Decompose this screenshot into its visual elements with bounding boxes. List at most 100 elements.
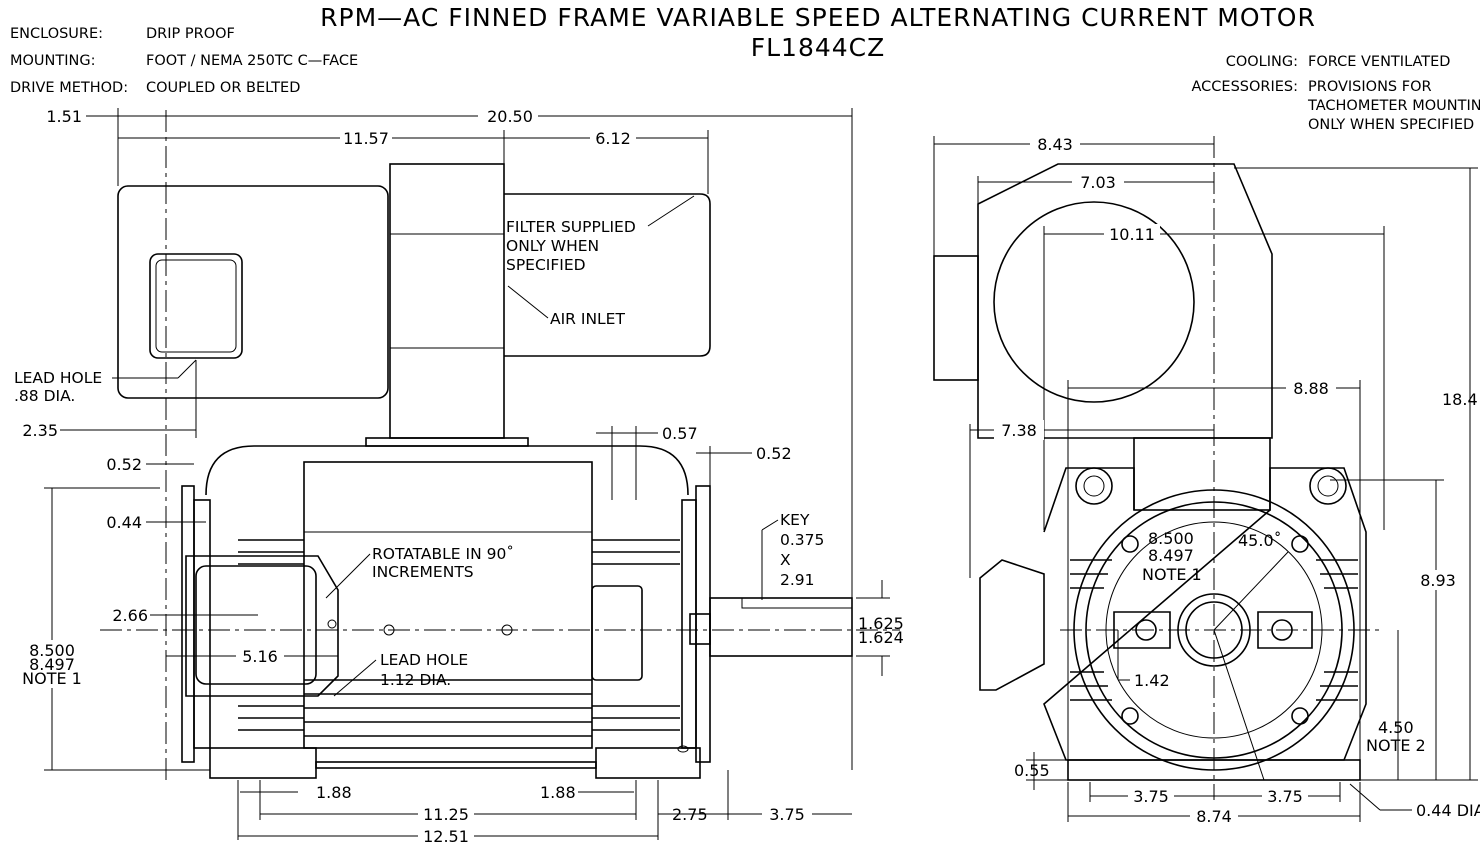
cooling-label: COOLING: [1226,54,1298,70]
key-note-line-3: X [780,551,791,569]
dim-1-42: 1.42 [1134,671,1170,690]
dim-0-52-left: 0.52 [106,455,142,474]
dim-1-51: 1.51 [46,107,82,126]
dim-8-88: 8.88 [1293,379,1329,398]
dim-0-55: 0.55 [1014,761,1050,780]
enclosure-value: DRIP PROOF [146,26,235,42]
bolt-hole-3 [1121,707,1139,725]
lead-hole-1-line-2: .88 DIA. [14,387,75,405]
conduit-box-end [979,559,1045,691]
dim-8-497-end: 8.497 [1148,546,1194,565]
blower-side-box [933,255,979,381]
dim-11-57: 11.57 [343,129,389,148]
bolt-hole-4 [1291,707,1309,725]
drive-method-label: DRIVE METHOD: [10,80,128,96]
dim-8-500-end: 8.500 [1148,529,1194,548]
title-block: RPM—AC FINNED FRAME VARIABLE SPEED ALTER… [320,3,1315,62]
dim-3-75-end-left: 3.75 [1133,787,1169,806]
air-inlet-note: AIR INLET [550,310,625,328]
dim-3-75-end-right: 3.75 [1267,787,1303,806]
key-note-line-4: 2.91 [780,571,815,589]
opposite-end-bracket [695,485,711,763]
dim-2-35: 2.35 [22,421,58,440]
dim-6-12: 6.12 [595,129,631,148]
blower-motor-frame [389,163,505,439]
conduit-box-cover [195,565,317,685]
shaft [709,597,853,657]
dim-note-2: NOTE 2 [1366,736,1426,755]
side-view-dimensions: 20.50 1.51 11.57 6.12 2.35 0.52 0.44 0.5… [18,106,904,844]
spec-block-left: ENCLOSURE: DRIP PROOF MOUNTING: FOOT / N… [10,26,358,96]
accessories-line-1: PROVISIONS FOR [1308,79,1432,95]
dim-45-deg: 45.0˚ [1238,531,1282,550]
title-line-2: FL1844CZ [751,33,886,62]
rotatable-note-line-1: ROTATABLE IN 90˚ [372,545,514,563]
dim-8-93: 8.93 [1420,571,1456,590]
key-note-line-1: KEY [780,511,810,529]
dim-0-52-right: 0.52 [756,444,792,463]
lift-eye-right [1309,467,1347,505]
drive-method-value: COUPLED OR BELTED [146,80,300,96]
mounting-label: MOUNTING: [10,53,96,69]
main-frame [303,461,593,749]
dim-5-16: 5.16 [242,647,278,666]
blower-housing [117,185,389,399]
foot-left [209,747,317,779]
rotatable-note-line-2: INCREMENTS [372,563,474,581]
dim-8-497-side: 8.497 [29,655,75,674]
dim-1-625: 1.625 [858,614,904,633]
accessories-line-3: ONLY WHEN SPECIFIED [1308,117,1474,133]
accessories-label: ACCESSORIES: [1192,79,1299,95]
dim-7-03: 7.03 [1080,173,1116,192]
tach-junction [591,585,643,681]
dim-8-43: 8.43 [1037,135,1073,154]
bolt-hole-1 [1121,535,1139,553]
filter-note-line-2: ONLY WHEN [506,237,599,255]
dim-note-1-side: NOTE 1 [22,669,82,688]
dim-20-50: 20.50 [487,107,533,126]
drive-end-bracket [181,485,195,763]
end-view-dimensions: 8.43 7.03 10.11 8.88 7.38 18.4 8.500 8.4… [933,134,1480,826]
blower-base [365,437,529,447]
lifting-lug-hood [205,445,689,496]
dim-1-88-right: 1.88 [540,783,576,802]
dim-0-44-dia: 0.44 DIA. [1416,801,1480,820]
dim-2-66: 2.66 [112,606,148,625]
bolt-hole-2 [1291,535,1309,553]
spec-block-right: COOLING: FORCE VENTILATED ACCESSORIES: P… [1192,54,1480,133]
lead-hole-2-line-1: LEAD HOLE [380,651,468,669]
dim-1-624: 1.624 [858,628,904,647]
lift-eye-left [1075,467,1113,505]
dim-18-4: 18.4 [1442,390,1478,409]
dim-8-74: 8.74 [1196,807,1232,826]
lead-hole-2-line-2: 1.12 DIA. [380,671,451,689]
side-view-notes: FILTER SUPPLIED ONLY WHEN SPECIFIED AIR … [14,195,824,697]
filter-note-line-1: FILTER SUPPLIED [506,218,636,236]
dim-note-1-end: NOTE 1 [1142,565,1202,584]
dim-4-50: 4.50 [1378,718,1414,737]
dim-11-25: 11.25 [423,805,469,824]
accessories-line-2: TACHOMETER MOUNTING [1307,98,1480,114]
mounting-value: FOOT / NEMA 250TC C—FACE [146,53,358,69]
blower-conduit-inner [155,259,237,353]
foot-right [595,747,701,779]
dim-10-11: 10.11 [1109,225,1155,244]
cooling-value: FORCE VENTILATED [1308,54,1450,70]
blower-fan-circle [993,201,1195,403]
dim-7-38: 7.38 [1001,421,1037,440]
lead-hole-1-line-1: LEAD HOLE [14,369,102,387]
filter-housing [504,193,711,357]
dim-8-500-side: 8.500 [29,641,75,660]
dim-0-57: 0.57 [662,424,698,443]
filter-note-line-3: SPECIFIED [506,256,586,274]
dim-3-75-side: 3.75 [769,805,805,824]
blower-conduit-box [149,253,243,359]
dim-2-75: 2.75 [672,805,708,824]
dim-12-51: 12.51 [423,827,469,844]
shaft-key [741,597,853,609]
conduit-box [185,555,339,697]
dim-0-44: 0.44 [106,513,142,532]
dim-1-88-left: 1.88 [316,783,352,802]
